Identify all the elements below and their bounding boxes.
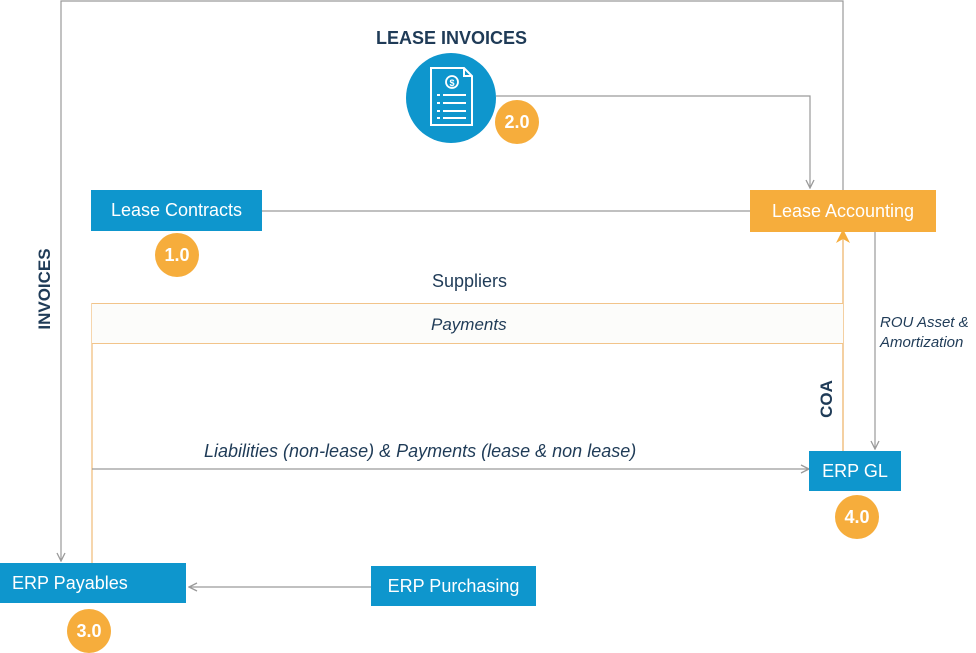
rou-asset-label-line1: ROU Asset & [880,314,969,331]
suppliers-payments-band [92,303,843,344]
erp-payables-node[interactable]: ERP Payables [0,563,186,603]
coa-label: COA [817,380,836,418]
svg-text:$: $ [449,78,454,88]
badge-3-0: 3.0 [67,609,111,653]
erp-gl-node[interactable]: ERP GL [809,451,901,491]
invoices-loop-line [61,0,844,560]
invoices-side-label: INVOICES [35,248,54,330]
suppliers-label: Suppliers [432,271,508,291]
liabilities-payments-label: Liabilities (non-lease) & Payments (leas… [204,441,637,461]
erp-purchasing-node[interactable]: ERP Purchasing [371,566,536,606]
badge-4-0: 4.0 [835,495,879,539]
invoice-document-icon: $ [430,67,473,126]
lease-invoices-title: LEASE INVOICES [376,28,528,48]
payments-label: Payments [431,315,507,334]
badge-1-0: 1.0 [155,233,199,277]
lease-contracts-node[interactable]: Lease Contracts [91,190,262,231]
lease-accounting-node[interactable]: Lease Accounting [750,190,936,232]
rou-asset-label-line2: Amortization [880,334,964,351]
badge-2-0: 2.0 [495,100,539,144]
lease-invoices-to-accounting-line [496,95,810,187]
lease-invoices-node[interactable]: $ [406,53,496,143]
